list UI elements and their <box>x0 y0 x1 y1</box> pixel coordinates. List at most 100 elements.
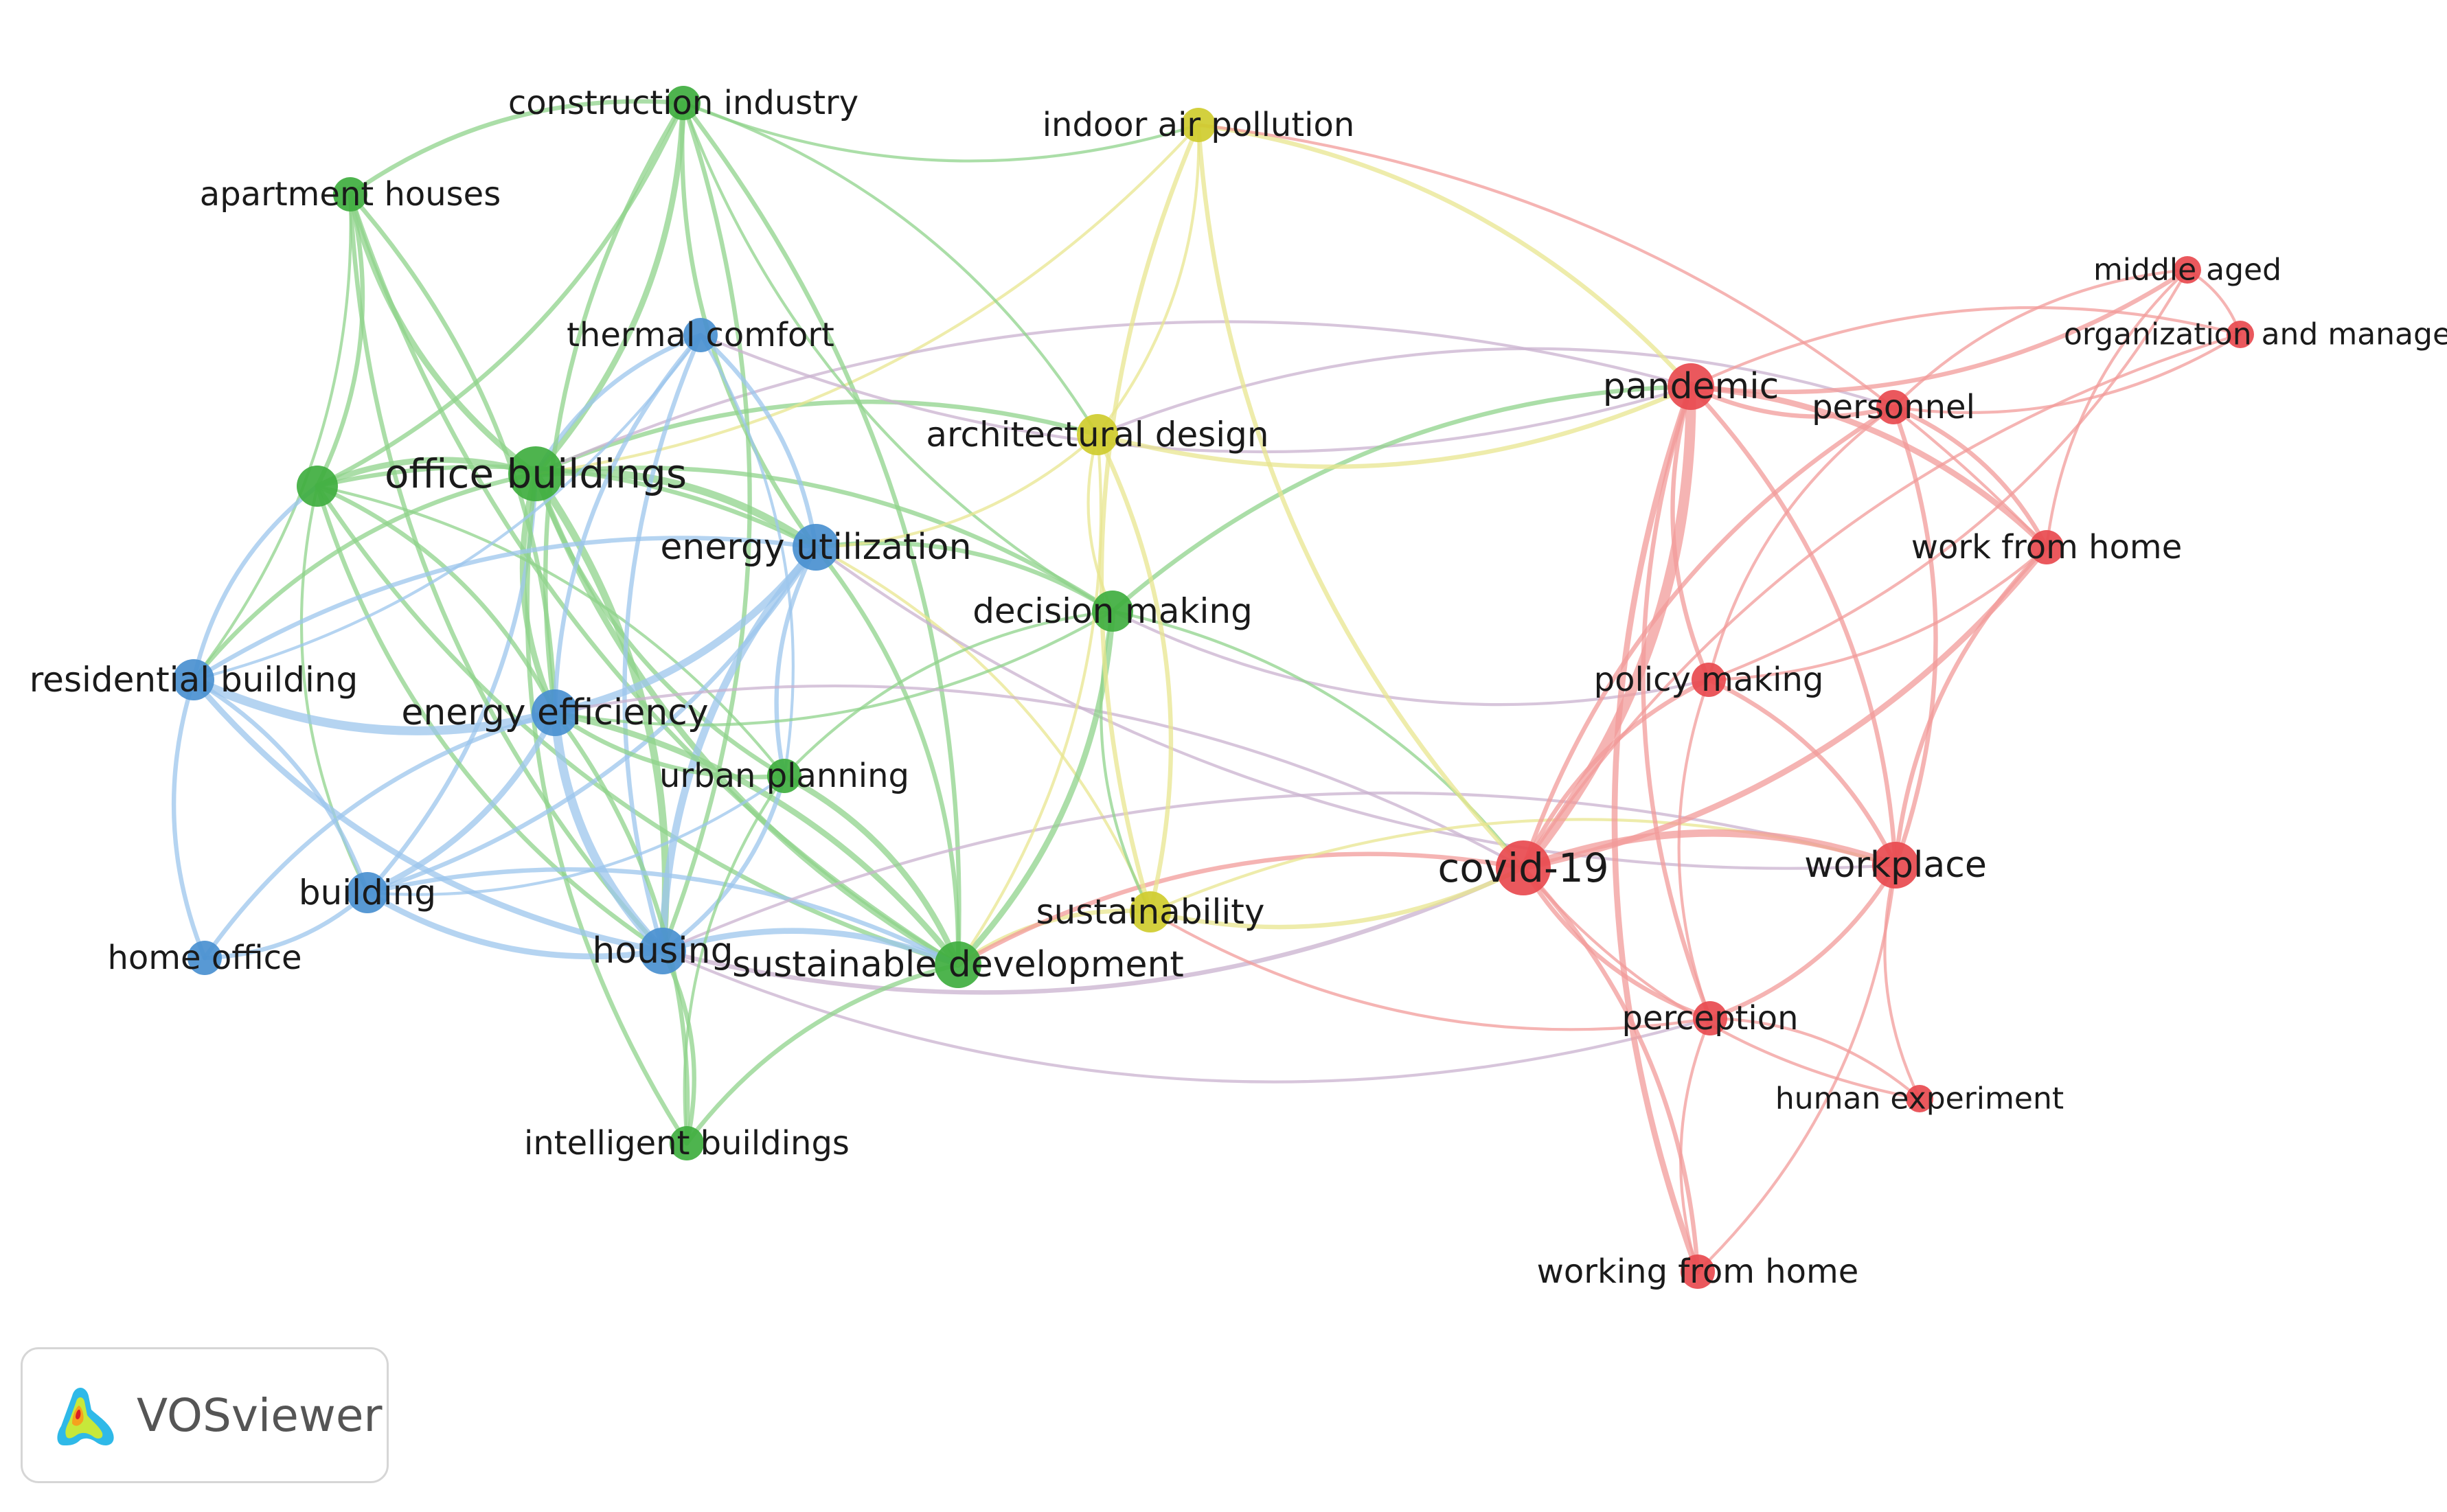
edge-office-buildings--pandemic <box>534 320 1693 476</box>
node-decision-making[interactable] <box>1092 591 1133 632</box>
edge-sustainable-development--covid-19 <box>955 851 1526 967</box>
node-middle-aged[interactable] <box>2174 256 2201 284</box>
node-energy-utilization[interactable] <box>793 524 839 571</box>
node-policy-making[interactable] <box>1692 663 1726 697</box>
edge-energy-utilization--residential-building <box>191 536 819 683</box>
node-thermal-comfort[interactable] <box>683 318 718 352</box>
edge-decision-making--pandemic <box>1110 384 1694 614</box>
edge-office-buildings--decision-making <box>533 466 1115 614</box>
edge-building--home-office <box>202 890 370 961</box>
edge-residential-building--housing <box>190 676 666 954</box>
edge-apartment-houses--energy-efficiency <box>348 192 558 715</box>
edge-housing--sustainable-development <box>659 928 961 968</box>
edge-office-buildings--thermal-comfort <box>533 332 703 477</box>
node-housing[interactable] <box>639 928 686 974</box>
node-intelligent-buildings[interactable] <box>670 1126 704 1160</box>
edge-building--urban-planning <box>365 774 786 896</box>
edge-decision-making--covid-19 <box>1111 609 1525 870</box>
edge-workplace--working-from-home <box>1696 863 1898 1274</box>
edge-perception--human-experiment <box>1708 1016 1922 1101</box>
label-housing: housing <box>592 930 733 972</box>
label-energy-efficiency: energy efficiency <box>401 692 708 733</box>
edge-construction-industry--decision-making <box>681 101 1115 613</box>
edge-policy-making--covid-19 <box>1521 677 1711 871</box>
label-indoor-air-pollution: indoor air pollution <box>1043 106 1355 144</box>
label-building: building <box>299 873 436 913</box>
node-organization-and-management[interactable] <box>2227 321 2254 348</box>
label-apartment-houses: apartment houses <box>200 175 501 214</box>
node-pandemic[interactable] <box>1668 363 1714 410</box>
node-urban-planning[interactable] <box>767 759 801 793</box>
edge-work-from-home--workplace <box>1893 545 2049 868</box>
edge-indoor-air-pollution--sustainability <box>1099 122 1201 915</box>
edge-office-buildings--apartment-houses <box>347 191 539 477</box>
label-workplace: workplace <box>1804 845 1987 886</box>
label-covid-19: covid-19 <box>1437 845 1608 891</box>
edge-construction-industry--architectural-design <box>681 101 1100 437</box>
edge-pandemic--perception <box>1641 384 1713 1021</box>
edge-pandemic--workplace <box>1688 384 1898 868</box>
node-working-from-home[interactable] <box>1681 1255 1715 1289</box>
label-thermal-comfort: thermal comfort <box>567 316 834 354</box>
edge-green-unlabeled--urban-planning <box>315 484 786 778</box>
node-work-from-home[interactable] <box>2029 530 2064 564</box>
edge-sustainability--covid-19 <box>1148 865 1526 930</box>
edge-workplace--perception <box>1707 862 1898 1021</box>
node-green-unlabeled[interactable] <box>297 466 338 507</box>
edge-apartment-houses--green-unlabeled <box>315 192 365 489</box>
edge-urban-planning--sustainable-development <box>781 772 961 968</box>
node-covid-19[interactable] <box>1496 840 1551 895</box>
node-energy-efficiency[interactable] <box>532 689 578 736</box>
edge-energy-utilization--sustainability <box>814 545 1152 914</box>
label-residential-building: residential building <box>30 660 358 700</box>
edge-residential-building--building <box>191 677 370 895</box>
edge-construction-industry--apartment-houses <box>348 99 686 197</box>
edge-energy-utilization--architectural-design <box>814 433 1100 549</box>
node-perception[interactable] <box>1693 1001 1727 1035</box>
edge-middle-aged--policy-making <box>1707 268 2189 682</box>
node-indoor-air-pollution[interactable] <box>1181 108 1216 142</box>
node-personnel[interactable] <box>1876 390 1911 424</box>
edge-energy-utilization--building <box>365 545 819 895</box>
edge-work-from-home--policy-making <box>1707 545 2049 682</box>
label-middle-aged: middle aged <box>2093 253 2281 288</box>
edge-policy-making--perception <box>1677 678 1712 1020</box>
edge-housing--covid-19 <box>660 865 1526 995</box>
node-residential-building[interactable] <box>173 659 214 700</box>
node-building[interactable] <box>347 872 388 913</box>
vosviewer-logo-icon <box>57 1388 114 1445</box>
edge-office-buildings--urban-planning <box>533 471 787 779</box>
edge-thermal-comfort--urban-planning <box>698 333 795 778</box>
edge-middle-aged--work-from-home <box>2045 268 2189 549</box>
nodes-layer <box>173 86 2254 1289</box>
edge-organization-and-management--covid-19 <box>1521 332 2242 870</box>
label-office-buildings: office buildings <box>385 450 687 497</box>
node-architectural-design[interactable] <box>1077 414 1118 455</box>
node-home-office[interactable] <box>187 941 222 975</box>
node-workplace[interactable] <box>1872 842 1919 889</box>
edge-covid-19--human-experiment <box>1521 866 1922 1101</box>
edge-construction-industry--indoor-air-pollution <box>681 101 1200 163</box>
edge-green-unlabeled--energy-utilization <box>315 464 819 550</box>
edge-energy-efficiency--covid-19 <box>553 684 1525 870</box>
node-sustainability[interactable] <box>1130 891 1171 932</box>
edge-building--housing <box>364 889 666 960</box>
node-human-experiment[interactable] <box>1906 1085 1933 1112</box>
edge-thermal-comfort--energy-utilization <box>698 332 819 550</box>
edge-energy-utilization--sustainable-development <box>813 545 961 967</box>
edge-energy-utilization--urban-planning <box>774 545 819 779</box>
label-working-from-home: working from home <box>1537 1252 1859 1291</box>
edge-thermal-comfort--pandemic <box>698 333 1693 454</box>
edge-indoor-air-pollution--covid-19 <box>1196 122 1526 871</box>
edge-personnel--organization-and-management <box>1891 332 2242 415</box>
edges-layer <box>171 99 2242 1275</box>
node-construction-industry[interactable] <box>666 86 701 120</box>
edge-pandemic--working-from-home <box>1611 383 1701 1275</box>
node-office-buildings[interactable] <box>508 446 563 501</box>
node-sustainable-development[interactable] <box>935 941 981 988</box>
edge-personnel--workplace <box>1891 404 1938 868</box>
edge-pandemic--work-from-home <box>1687 383 2050 551</box>
node-apartment-houses[interactable] <box>333 177 367 211</box>
edge-personnel--covid-19 <box>1521 404 1896 871</box>
